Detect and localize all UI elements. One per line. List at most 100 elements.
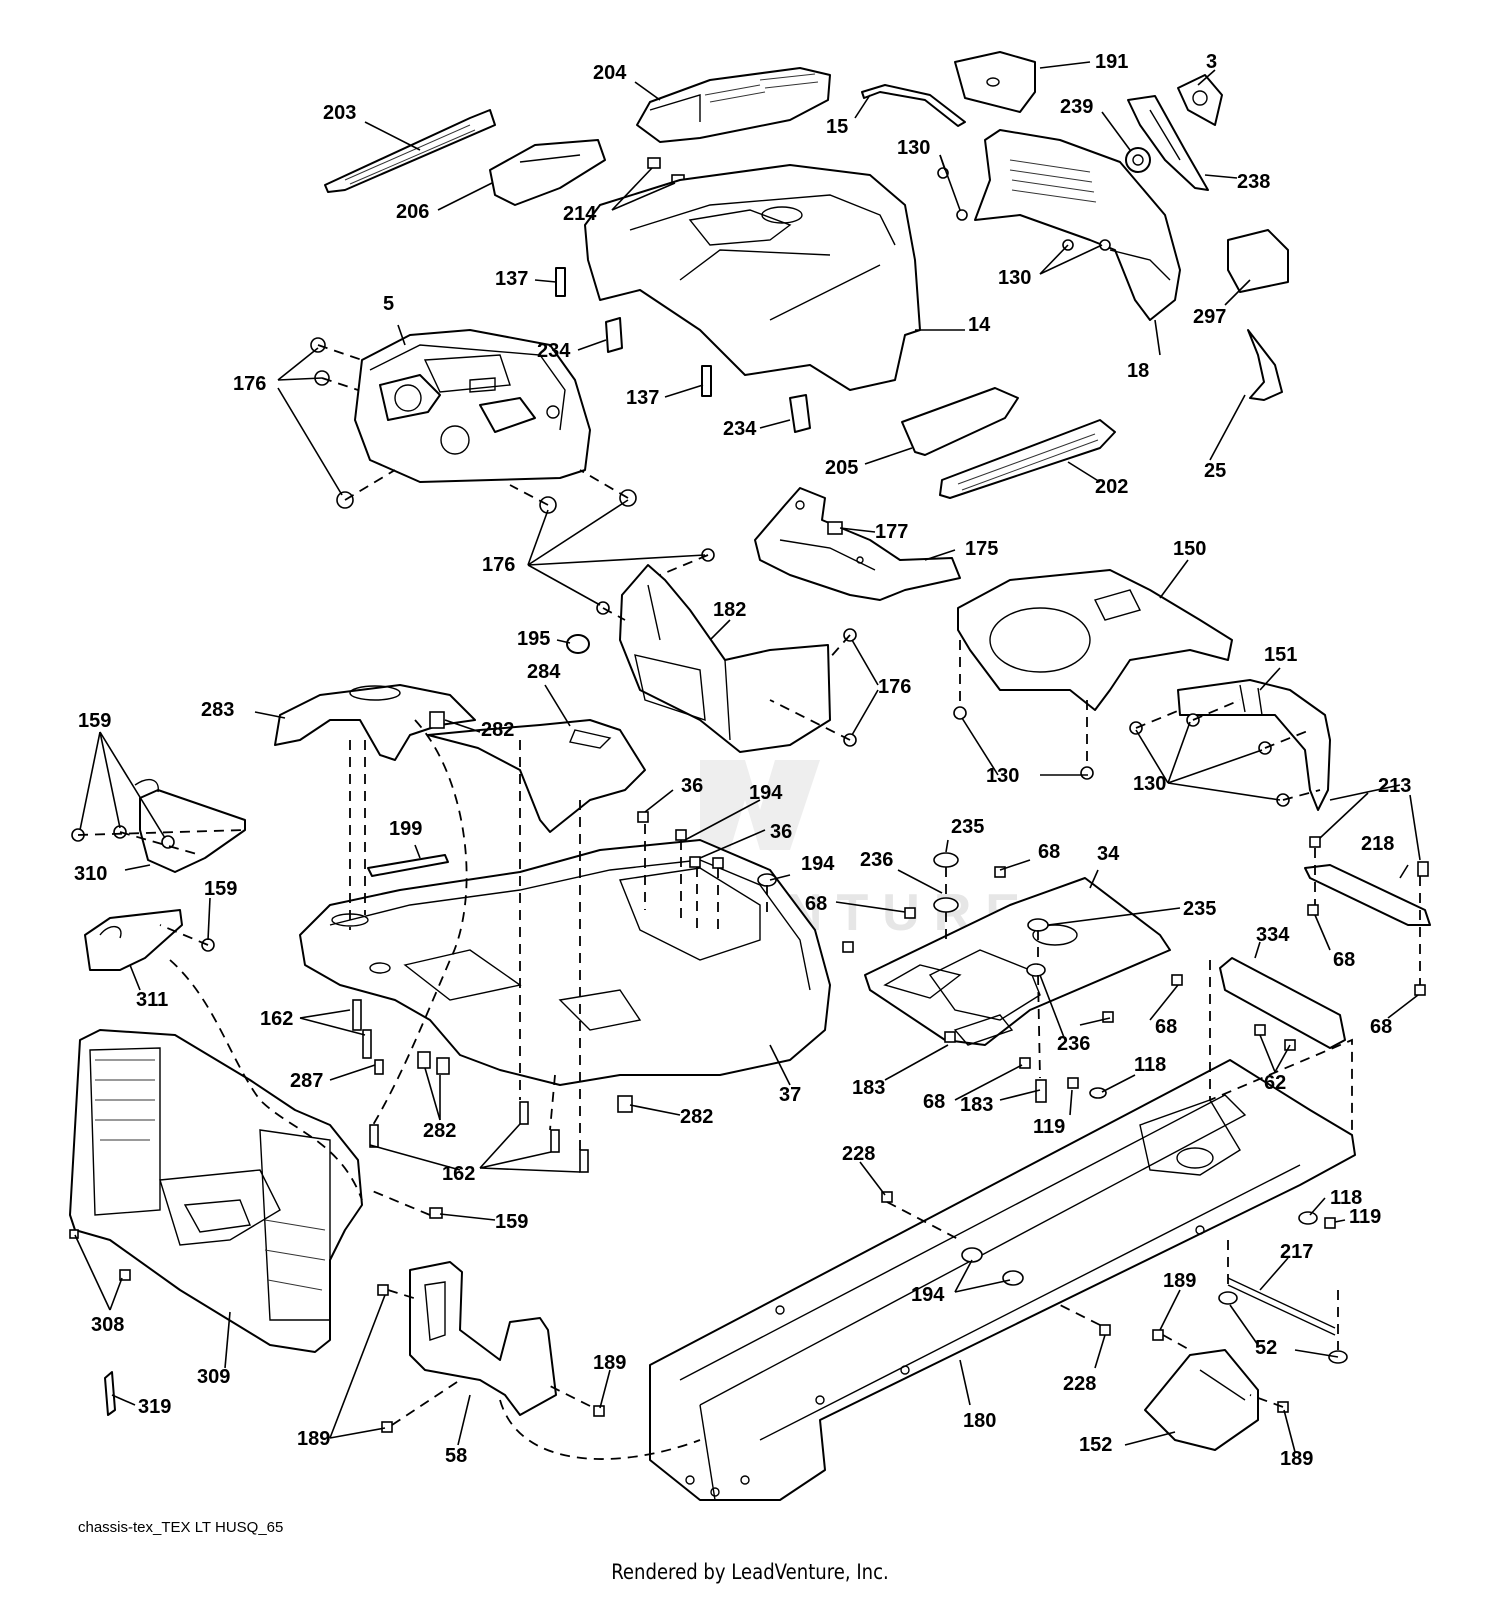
part-282-clip-upper[interactable]: [429, 711, 445, 729]
callout-52: 52: [1255, 1337, 1277, 1359]
part-52-bushings[interactable]: [1218, 1291, 1348, 1364]
part-284-fender-center[interactable]: [427, 719, 646, 833]
callout-119-lower: 119: [1349, 1206, 1381, 1228]
callout-36-upper: 36: [681, 775, 703, 797]
callout-282-upper: 282: [481, 719, 514, 741]
part-150-tank-tray[interactable]: [957, 569, 1233, 711]
callout-130-top: 130: [897, 137, 930, 159]
callout-137-upper: 137: [495, 268, 528, 290]
callout-159-top: 159: [78, 710, 111, 732]
part-319-clip[interactable]: [104, 1371, 116, 1416]
callout-284: 284: [527, 661, 561, 683]
part-14-hood[interactable]: [584, 164, 921, 391]
part-180-main-frame[interactable]: [649, 1059, 1356, 1501]
callout-194-mid: 194: [801, 853, 835, 875]
callout-189-center: 189: [593, 1352, 626, 1374]
part-137-strip-lower[interactable]: [701, 365, 712, 397]
part-238-headlight-housing[interactable]: [1127, 95, 1209, 191]
part-152-guard[interactable]: [1144, 1349, 1259, 1451]
callout-189-right-upper: 189: [1163, 1270, 1196, 1292]
part-217-rod[interactable]: [1227, 1277, 1336, 1336]
callout-195: 195: [517, 628, 550, 650]
callout-68-right-upper: 68: [1333, 949, 1355, 971]
part-37-main-body[interactable]: [299, 839, 831, 1086]
callout-282-mid: 282: [423, 1120, 456, 1142]
callout-130-mid: 130: [998, 267, 1031, 289]
callout-180: 180: [963, 1410, 996, 1432]
part-234-pad-lower[interactable]: [789, 394, 811, 433]
callout-234-lower: 234: [723, 418, 757, 440]
part-151-bracket[interactable]: [1177, 679, 1331, 811]
callout-159-mid: 159: [204, 878, 237, 900]
callout-176-right: 176: [878, 676, 911, 698]
callout-311: 311: [136, 989, 168, 1011]
part-5-dash-housing[interactable]: [354, 329, 591, 483]
callout-176-left: 176: [233, 373, 266, 395]
part-234-pad-upper[interactable]: [605, 317, 623, 353]
callout-319: 319: [138, 1396, 171, 1418]
callout-68-top: 68: [1038, 841, 1060, 863]
callout-189-right-lower: 189: [1280, 1448, 1313, 1470]
part-58-bracket[interactable]: [409, 1261, 557, 1416]
callout-235-lower: 235: [1183, 898, 1216, 920]
callout-308: 308: [91, 1314, 124, 1336]
part-202-side-grille[interactable]: [939, 419, 1116, 499]
part-206-dash-panel[interactable]: [489, 139, 606, 206]
part-195-plug[interactable]: [566, 634, 590, 654]
callout-228-upper: 228: [842, 1143, 875, 1165]
callout-162-left: 162: [260, 1008, 293, 1030]
callout-152: 152: [1079, 1434, 1112, 1456]
part-282-clip-mid[interactable]: [417, 1051, 450, 1075]
part-3-headlight-bracket[interactable]: [1177, 74, 1223, 126]
callout-204: 204: [593, 62, 627, 84]
part-218-bar[interactable]: [1304, 864, 1431, 926]
part-309-grille-frame[interactable]: [69, 1029, 363, 1353]
callout-183-right: 183: [960, 1094, 993, 1116]
callout-177: 177: [875, 521, 908, 543]
callout-151: 151: [1264, 644, 1297, 666]
callout-282-lower: 282: [680, 1106, 713, 1128]
part-182-console[interactable]: [619, 564, 831, 753]
callout-236-lower: 236: [1057, 1033, 1090, 1055]
callout-162-center: 162: [442, 1163, 475, 1185]
callout-239: 239: [1060, 96, 1093, 118]
part-137-strip-upper[interactable]: [555, 267, 566, 297]
part-191-pad[interactable]: [954, 51, 1036, 113]
part-205-cover[interactable]: [901, 387, 1019, 456]
part-239-badge[interactable]: [1125, 147, 1151, 173]
callout-218: 218: [1361, 833, 1394, 855]
callout-214: 214: [563, 203, 597, 225]
part-310-bracket[interactable]: [134, 778, 246, 873]
callout-194-lower: 194: [911, 1284, 945, 1306]
callout-130-tray: 130: [986, 765, 1019, 787]
callout-58: 58: [445, 1445, 467, 1467]
part-311-bracket[interactable]: [84, 909, 183, 971]
callout-15: 15: [826, 116, 848, 138]
callout-3: 3: [1206, 51, 1217, 73]
callout-68-left: 68: [805, 893, 827, 915]
callout-228-lower: 228: [1063, 1373, 1096, 1395]
part-282-clip-lower[interactable]: [617, 1095, 633, 1113]
part-334-bracket[interactable]: [1219, 957, 1346, 1049]
callout-137-lower: 137: [626, 387, 659, 409]
part-25-trim[interactable]: [1247, 329, 1283, 401]
part-297-pad[interactable]: [1227, 229, 1289, 293]
render-credit: Rendered by LeadVenture, Inc.: [611, 1560, 889, 1584]
part-18-front-grille[interactable]: [974, 129, 1181, 321]
callout-68-bottom: 68: [923, 1091, 945, 1113]
callout-213: 213: [1378, 775, 1411, 797]
callout-37: 37: [779, 1084, 801, 1106]
callout-234-upper: 234: [537, 340, 571, 362]
callout-36-lower: 36: [770, 821, 792, 843]
callout-18: 18: [1127, 360, 1149, 382]
callout-287: 287: [290, 1070, 323, 1092]
callout-182: 182: [713, 599, 746, 621]
part-203-side-grille[interactable]: [324, 109, 496, 193]
callout-236-upper: 236: [860, 849, 893, 871]
part-283-fender-cap[interactable]: [274, 684, 476, 761]
part-199-label[interactable]: [367, 854, 449, 877]
part-204-hood-vent[interactable]: [636, 67, 831, 143]
part-177-nut[interactable]: [827, 521, 843, 535]
part-15-trim-strip[interactable]: [861, 84, 966, 127]
part-175-bracket[interactable]: [754, 487, 961, 601]
